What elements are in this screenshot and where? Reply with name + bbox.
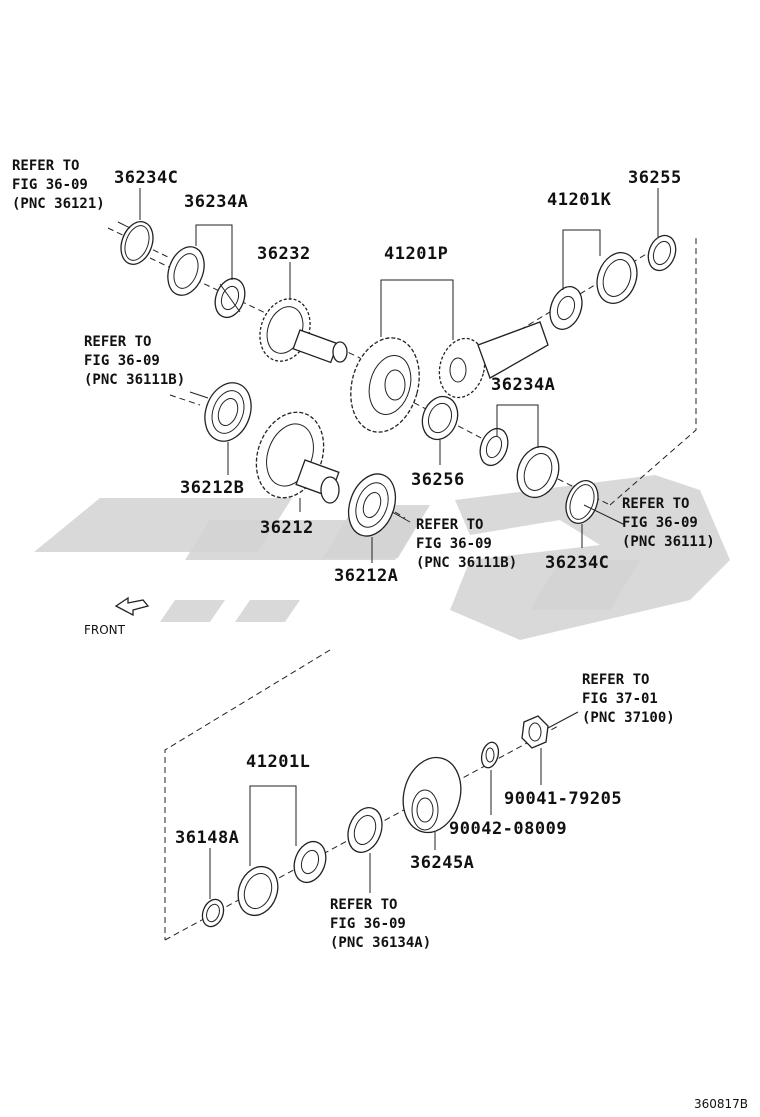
part-90042-washer <box>480 741 500 769</box>
part-36234C-snap-ring-top <box>120 221 154 265</box>
part-36234A-bearing-top <box>167 246 246 319</box>
front-arrow-icon <box>114 596 150 617</box>
part-36234A-bearing-mid <box>479 427 560 499</box>
part-36212-gear <box>255 411 340 504</box>
label-36232: 36232 <box>257 244 311 264</box>
part-90041-nut <box>521 715 549 749</box>
ref-note-5-line3: (PNC 37100) <box>582 710 675 726</box>
label-36234A-top: 36234A <box>184 192 248 212</box>
label-90042-08009: 90042-08009 <box>449 819 567 839</box>
part-41201L-bearing <box>237 840 327 917</box>
ref-note-5-line1: REFER TO <box>582 672 649 688</box>
part-36134A-bearing <box>347 807 383 853</box>
figure-id: 360817B <box>694 1097 748 1111</box>
label-36212: 36212 <box>260 518 314 538</box>
part-41201P-ring-pinion <box>350 321 549 433</box>
ref-note-2-line2: FIG 36-09 <box>84 353 160 369</box>
part-36245A-gear <box>402 756 462 834</box>
label-36255: 36255 <box>628 168 682 188</box>
label-36234A-mid: 36234A <box>491 375 555 395</box>
label-41201K: 41201K <box>547 190 612 210</box>
part-36148A-seal <box>201 898 225 928</box>
ref-note-4-line3: (PNC 36111) <box>622 534 715 550</box>
part-number-labels: 36234C 36234A 36232 41201P 41201K 36255 … <box>114 168 682 873</box>
ref-note-1-line2: FIG 36-09 <box>12 177 88 193</box>
reference-notes: REFER TO FIG 36-09 (PNC 36121) REFER TO … <box>12 158 715 951</box>
label-36234C-top: 36234C <box>114 168 178 188</box>
leader-lines <box>117 188 659 899</box>
label-90041-79205: 90041-79205 <box>504 789 622 809</box>
ref-note-3-line1: REFER TO <box>416 517 483 533</box>
label-36148A: 36148A <box>175 828 239 848</box>
label-36256: 36256 <box>411 470 465 490</box>
ref-note-4-line1: REFER TO <box>622 496 689 512</box>
ref-note-6-line3: (PNC 36134A) <box>330 935 431 951</box>
ref-note-2-line1: REFER TO <box>84 334 151 350</box>
front-label: FRONT <box>84 623 126 637</box>
label-36234C-mid: 36234C <box>545 553 609 573</box>
part-36232-gear <box>259 298 348 364</box>
ref-note-5-line2: FIG 37-01 <box>582 691 658 707</box>
label-36245A: 36245A <box>410 853 474 873</box>
label-41201P: 41201P <box>384 244 448 264</box>
ref-note-3-line2: FIG 36-09 <box>416 536 492 552</box>
part-36256-spacer <box>421 395 459 441</box>
ref-note-1-line1: REFER TO <box>12 158 79 174</box>
watermark-logo <box>34 475 730 640</box>
label-36212B: 36212B <box>180 478 244 498</box>
part-36255-collar <box>647 234 677 272</box>
part-36234C-snap-ring-mid <box>565 480 599 524</box>
label-41201L: 41201L <box>246 752 310 772</box>
ref-note-6-line2: FIG 36-09 <box>330 916 406 932</box>
ref-note-2-line3: (PNC 36111B) <box>84 372 185 388</box>
ref-note-3-line3: (PNC 36111B) <box>416 555 517 571</box>
part-36212B-bearing <box>204 382 252 442</box>
label-36212A: 36212A <box>334 566 398 586</box>
ref-note-4-line2: FIG 36-09 <box>622 515 698 531</box>
ref-note-6-line1: REFER TO <box>330 897 397 913</box>
part-41201K-bearing <box>549 252 638 330</box>
ref-note-1-line3: (PNC 36121) <box>12 196 105 212</box>
